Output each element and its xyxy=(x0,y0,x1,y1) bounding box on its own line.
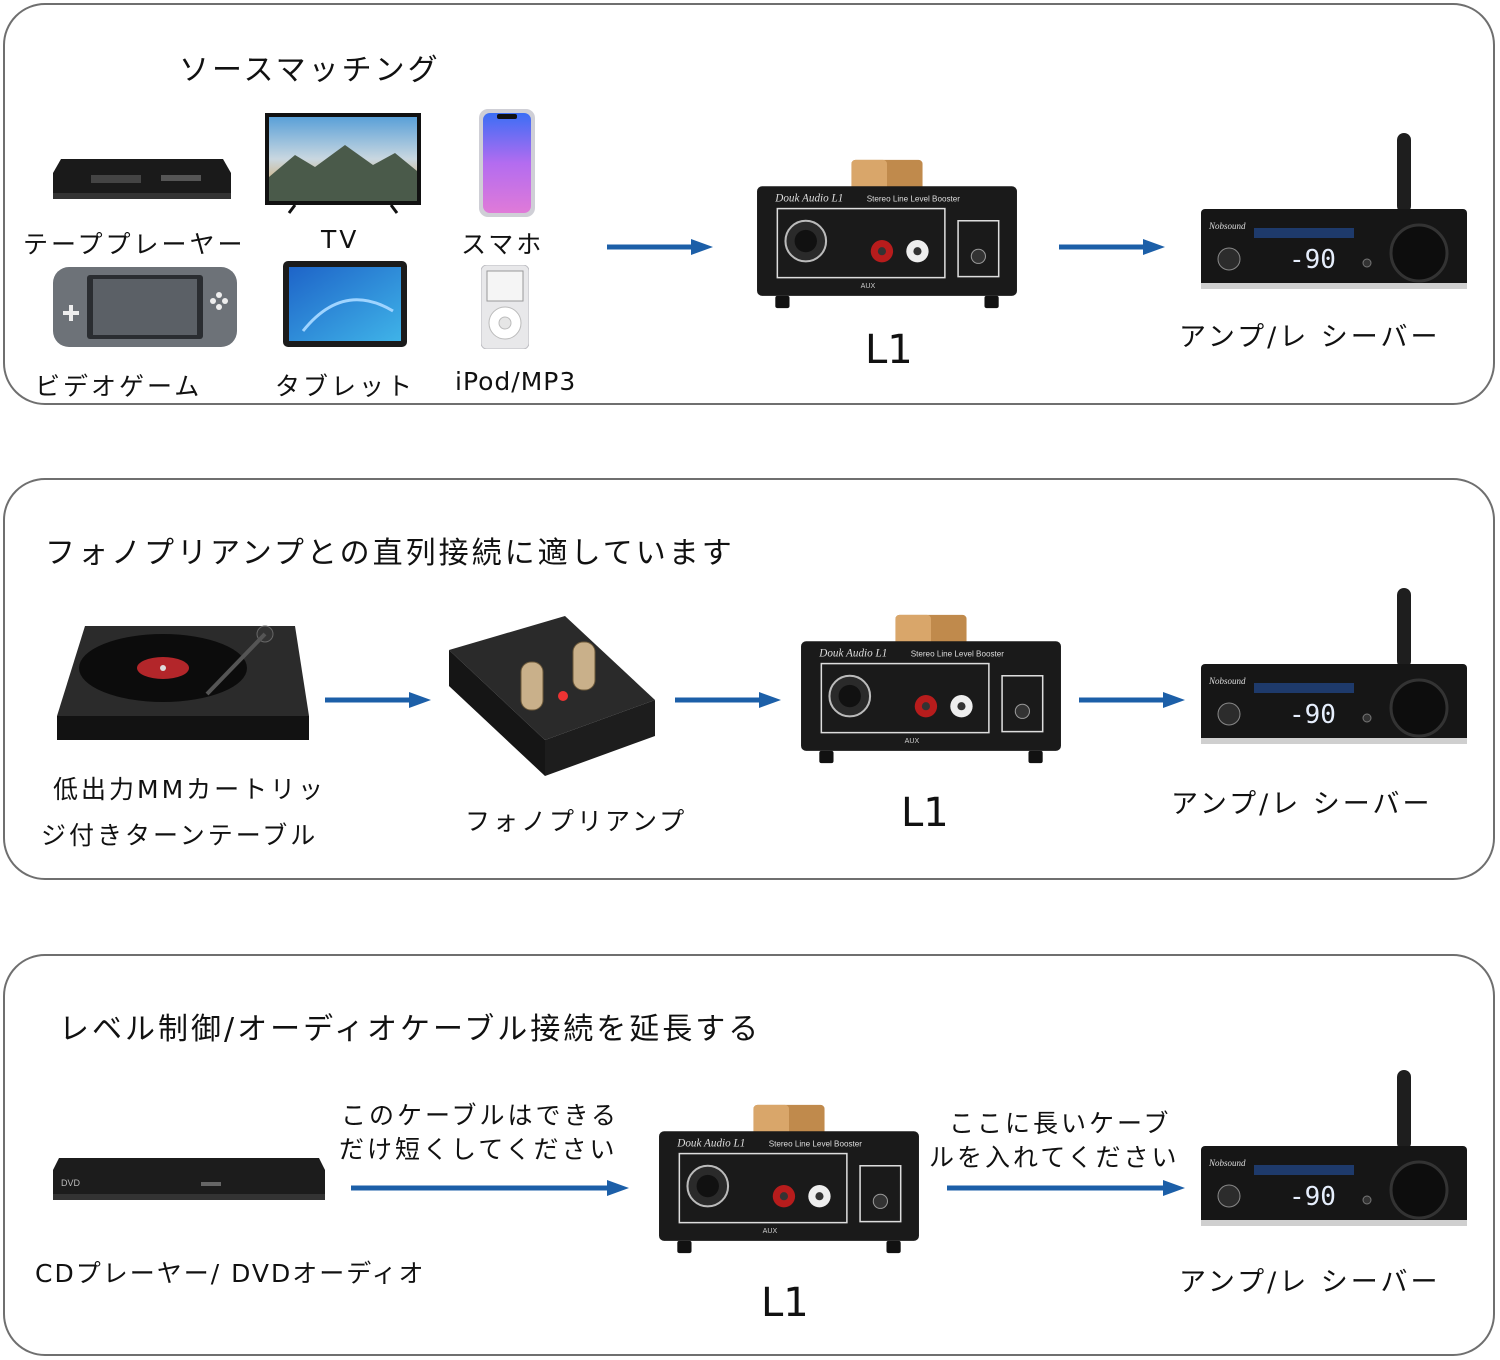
phono-preamp-panel: フォノプリアンプとの直列接続に適しています 低出力MMカートリッ ジ付きターンテ… xyxy=(3,478,1495,880)
panel-title: ソースマッチング xyxy=(179,53,441,88)
panel-title: フォノプリアンプとの直列接続に適しています xyxy=(45,536,735,571)
turntable-label: ジ付きターンテーブル xyxy=(41,821,319,850)
signal-arrow xyxy=(1059,237,1167,257)
game-console-icon xyxy=(53,267,237,347)
cable-note: ここに長いケーブ xyxy=(949,1109,1172,1138)
l1-level-booster xyxy=(755,159,1019,313)
turntable-icon xyxy=(55,616,311,746)
cable-note: ルを入れてください xyxy=(929,1143,1180,1172)
signal-arrow xyxy=(607,237,715,257)
tv-icon xyxy=(265,113,421,215)
target-label: アンプ/レ シーバー xyxy=(1171,789,1433,820)
signal-arrow xyxy=(1079,690,1187,710)
cable-note: だけ短くしてください xyxy=(339,1135,618,1164)
device-label: L1 xyxy=(865,327,913,373)
cable-extension-panel: レベル制御/オーディオケーブル接続を延長する DVD CDプレーヤー/ DVDオ… xyxy=(3,954,1495,1356)
amplifier-receiver xyxy=(1199,133,1469,293)
signal-arrow xyxy=(325,690,433,710)
tablet-icon xyxy=(283,261,407,347)
signal-arrow xyxy=(675,690,783,710)
dvd-player-icon: DVD xyxy=(51,1156,327,1206)
source-label: CDプレーヤー/ DVDオーディオ xyxy=(35,1259,426,1288)
cable-note: このケーブルはできる xyxy=(341,1101,620,1130)
device-label: L1 xyxy=(761,1280,809,1326)
source-label: TV xyxy=(321,225,360,254)
smartphone-icon xyxy=(479,109,535,217)
source-label: スマホ xyxy=(461,230,545,259)
phono-preamp-icon xyxy=(445,610,659,780)
source-label: iPod/MP3 xyxy=(455,367,577,396)
target-label: アンプ/レ シーバー xyxy=(1179,1267,1441,1298)
panel-title: レベル制御/オーディオケーブル接続を延長する xyxy=(59,1012,762,1047)
l1-level-booster xyxy=(657,1104,921,1258)
l1-level-booster xyxy=(799,614,1063,768)
preamp-label: フォノプリアンプ xyxy=(465,807,688,836)
svg-text:DVD: DVD xyxy=(61,1178,81,1188)
source-label: ビデオゲーム xyxy=(35,372,203,401)
source-label: タブレット xyxy=(275,372,416,401)
ipod-icon xyxy=(481,265,529,349)
source-label: テーププレーヤー xyxy=(23,230,246,259)
device-label: L1 xyxy=(901,790,949,836)
amplifier-receiver xyxy=(1199,588,1469,748)
turntable-label: 低出力MMカートリッ xyxy=(53,775,327,804)
target-label: アンプ/レ シーバー xyxy=(1179,322,1441,353)
signal-arrow xyxy=(351,1178,631,1198)
amplifier-receiver xyxy=(1199,1070,1469,1230)
tape-player-icon xyxy=(51,153,233,205)
signal-arrow xyxy=(947,1178,1187,1198)
source-matching-panel: ソースマッチング テーププレーヤー TV xyxy=(3,3,1495,405)
